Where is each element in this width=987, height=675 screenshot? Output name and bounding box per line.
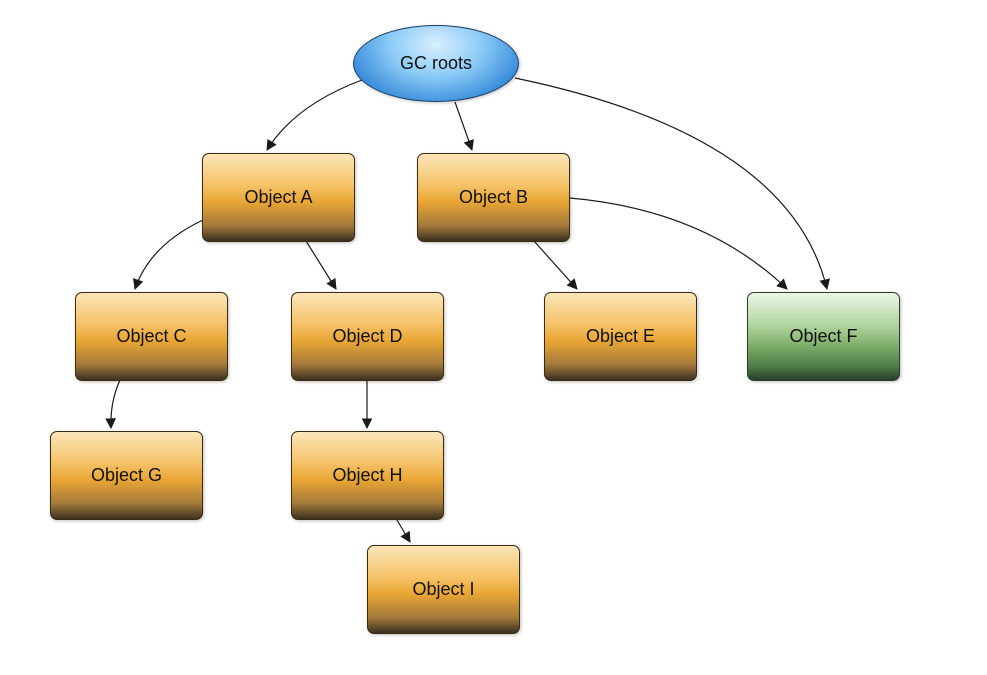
object-a-node[interactable]: Object A xyxy=(202,153,355,242)
object-e-node[interactable]: Object E xyxy=(544,292,697,381)
object-h-label: Object H xyxy=(332,465,403,485)
object-c-label: Object C xyxy=(116,326,187,346)
object-f-label: Object F xyxy=(789,326,858,346)
object-i-label: Object I xyxy=(412,579,475,599)
object-e-label: Object E xyxy=(585,326,656,346)
edge-gcroots-to-object-a xyxy=(266,79,363,151)
gc-roots-label: GC roots xyxy=(399,53,473,73)
edge-object-b-to-object-e xyxy=(533,240,578,290)
gc-roots-node[interactable]: GC roots xyxy=(353,25,519,102)
object-g-label: Object G xyxy=(90,465,163,485)
object-i-node[interactable]: Object I xyxy=(367,545,520,634)
object-a-label: Object A xyxy=(244,187,313,207)
object-d-label: Object D xyxy=(332,326,403,346)
edge-object-a-to-object-d xyxy=(305,240,337,290)
edge-object-a-to-object-c xyxy=(133,219,204,291)
object-c-node[interactable]: Object C xyxy=(75,292,228,381)
edge-gcroots-to-object-f xyxy=(514,77,830,291)
object-b-node[interactable]: Object B xyxy=(417,153,570,242)
edge-object-b-to-object-f xyxy=(569,197,788,290)
edge-object-h-to-object-i xyxy=(396,519,411,543)
object-d-node[interactable]: Object D xyxy=(291,292,444,381)
edge-object-c-to-object-g xyxy=(105,379,121,430)
object-f-node[interactable]: Object F xyxy=(747,292,900,381)
object-b-label: Object B xyxy=(458,187,529,207)
object-h-node[interactable]: Object H xyxy=(291,431,444,520)
edge-gcroots-to-object-b xyxy=(454,101,474,152)
object-g-node[interactable]: Object G xyxy=(50,431,203,520)
